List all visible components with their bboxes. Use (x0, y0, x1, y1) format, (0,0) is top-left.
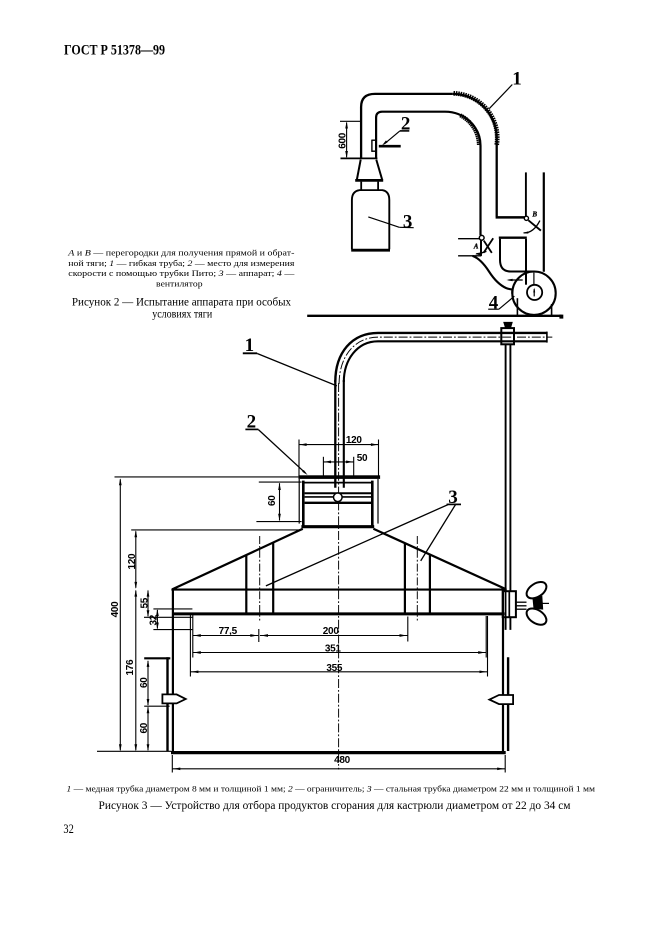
svg-text:3: 3 (448, 487, 458, 508)
svg-text:ГОСТ Р 51378—99: ГОСТ Р 51378—99 (64, 42, 165, 59)
svg-text:32: 32 (63, 822, 73, 836)
svg-text:176: 176 (125, 659, 136, 676)
svg-text:ной тяги; 1 — гибкая труба; 2: ной тяги; 1 — гибкая труба; 2 — место дл… (68, 259, 294, 268)
svg-text:60: 60 (139, 722, 150, 733)
svg-text:351: 351 (325, 644, 342, 655)
svg-text:355: 355 (326, 663, 343, 674)
svg-text:50: 50 (357, 453, 368, 464)
svg-text:скорости с помощью трубки Пито: скорости с помощью трубки Пито; 3 — аппа… (68, 269, 295, 278)
svg-text:вентилятор: вентилятор (156, 280, 203, 289)
svg-text:120: 120 (127, 553, 138, 570)
svg-text:А: А (473, 243, 479, 251)
svg-text:условиях тяги: условиях тяги (152, 307, 213, 321)
svg-text:400: 400 (110, 601, 121, 618)
svg-text:В: В (531, 210, 537, 218)
svg-text:60: 60 (139, 677, 150, 688)
svg-text:Рисунок 2 — Испытание аппарата: Рисунок 2 — Испытание аппарата при особы… (72, 295, 291, 309)
svg-text:1 — медная трубка диаметром 8: 1 — медная трубка диаметром 8 мм и толщи… (67, 784, 596, 793)
svg-text:1: 1 (245, 335, 255, 356)
svg-text:77,5: 77,5 (219, 626, 238, 637)
svg-text:200: 200 (323, 626, 340, 637)
svg-text:600: 600 (337, 132, 348, 149)
svg-text:2: 2 (247, 411, 257, 432)
svg-text:120: 120 (346, 435, 363, 446)
svg-text:Рисунок 3 — Устройство для отб: Рисунок 3 — Устройство для отбора продук… (99, 798, 572, 812)
svg-text:3: 3 (403, 211, 413, 232)
svg-text:2: 2 (401, 113, 411, 134)
svg-text:480: 480 (334, 755, 351, 766)
svg-text:32: 32 (149, 614, 160, 625)
svg-text:4: 4 (489, 292, 499, 313)
svg-text:60: 60 (267, 495, 278, 506)
svg-text:А и В — перегородки для получе: А и В — перегородки для получения прямой… (67, 248, 295, 257)
svg-text:55: 55 (139, 597, 150, 608)
svg-text:1: 1 (512, 68, 522, 89)
